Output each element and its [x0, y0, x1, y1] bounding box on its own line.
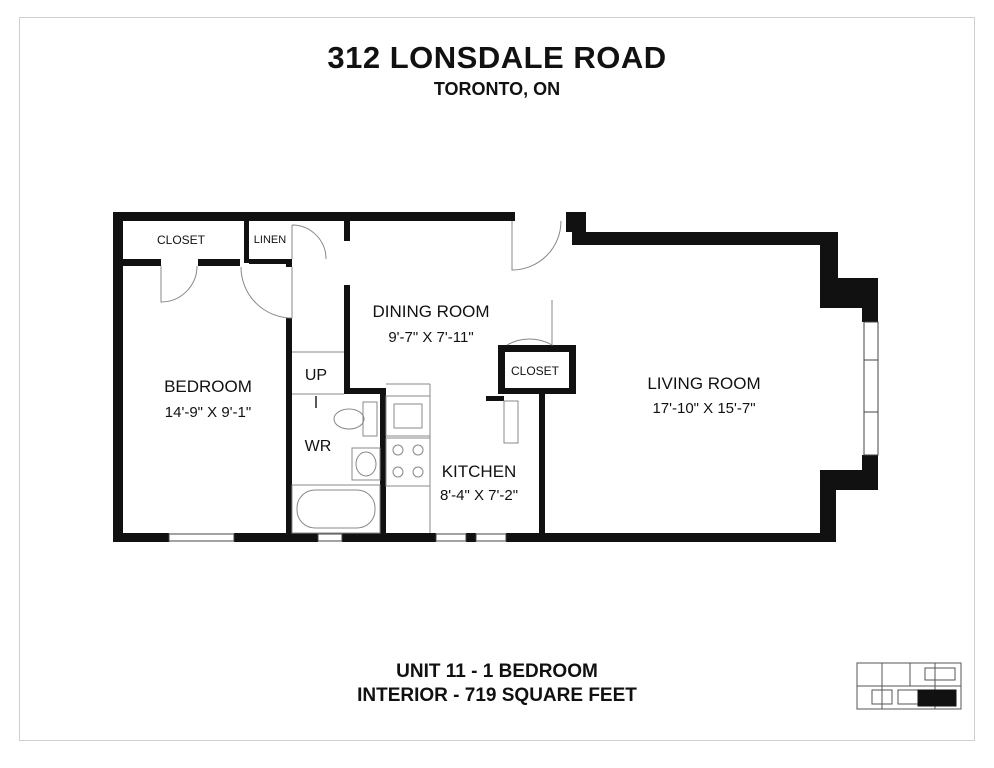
kitchen-sink-icon: [385, 395, 431, 437]
linen-door: [291, 224, 327, 260]
entry-door: [511, 220, 562, 271]
toilet-bowl-icon: [333, 408, 365, 430]
fridge-icon: [503, 400, 519, 444]
bedroom-door: [240, 266, 293, 319]
key-plan-icon: [856, 662, 962, 710]
closet-door: [506, 300, 553, 346]
living-room-dimensions: 17'-10" X 15'-7": [652, 400, 755, 417]
unit-description: UNIT 11 - 1 BEDROOM: [396, 661, 598, 682]
bedroom-closet-door: [160, 265, 198, 303]
dining-room-dimensions: 9'-7" X 7'-11": [388, 329, 473, 346]
room-labels: CLOSET LINEN DINING ROOM 9'-7" X 7'-11" …: [157, 233, 761, 504]
kitchen-fixtures: [385, 383, 519, 533]
address-title: 312 LONSDALE ROAD: [327, 40, 667, 75]
interior-area: INTERIOR - 719 SQUARE FEET: [357, 685, 637, 706]
closet-top-label: CLOSET: [157, 233, 206, 247]
washroom-label: WR: [305, 438, 332, 455]
toilet-tank-icon: [362, 401, 378, 437]
city-subtitle: TORONTO, ON: [433, 79, 561, 99]
interior-walls: [123, 221, 576, 542]
bathtub-icon: [291, 484, 381, 534]
bedroom-label: BEDROOM: [164, 377, 252, 396]
kitchen-label: KITCHEN: [442, 462, 517, 481]
page-frame: [19, 17, 975, 741]
kitchen-dimensions: 8'-4" X 7'-2": [440, 487, 518, 504]
stove-icon: [385, 437, 431, 487]
stairs-up-label: UP: [305, 367, 327, 384]
windows: [168, 321, 879, 542]
closet-mid-label: CLOSET: [511, 364, 560, 378]
exterior-walls: [113, 212, 878, 542]
bedroom-dimensions: 14'-9" X 9'-1": [165, 404, 251, 421]
doors: [160, 220, 562, 395]
dining-room-label: DINING ROOM: [372, 302, 489, 321]
living-room-label: LIVING ROOM: [647, 374, 760, 393]
stairs: [292, 351, 344, 408]
washroom-fixtures: [291, 401, 381, 534]
sink-icon: [351, 447, 381, 481]
linen-label: LINEN: [254, 234, 286, 246]
